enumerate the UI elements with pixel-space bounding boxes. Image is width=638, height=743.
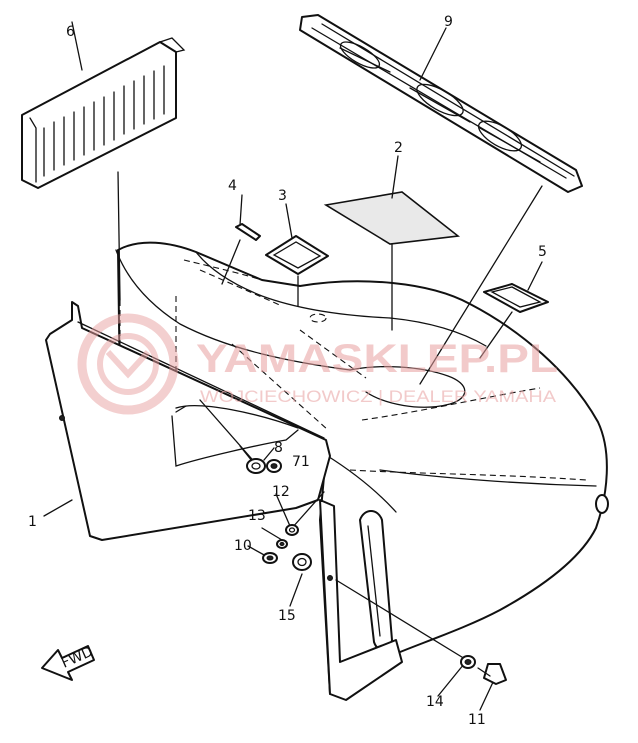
dealer-watermark: YAMASKLEP.PL WOJCIECHOWICZ | DEALER YAMA… — [77, 313, 558, 415]
part-2-plate — [323, 191, 461, 245]
part-5-pad — [483, 283, 549, 313]
part-8-grommet — [246, 458, 266, 474]
callout-8: 8 — [274, 440, 283, 456]
part-11-collar — [285, 524, 299, 536]
part-9-long-grille — [299, 14, 583, 193]
inner-rail — [171, 415, 299, 467]
callout-5: 5 — [538, 244, 547, 260]
part-10-nut — [262, 552, 278, 564]
part-14-washer — [460, 655, 476, 669]
part-3-pad — [265, 235, 329, 275]
part-12-nut — [276, 539, 288, 549]
callout-9: 9 — [444, 14, 453, 30]
callout-14: 14 — [426, 694, 444, 710]
grille-slots — [43, 65, 165, 177]
callout-4: 4 — [228, 178, 237, 194]
callout-12: 13 — [248, 508, 266, 524]
watermark-logo — [77, 313, 179, 415]
leader-lines — [43, 21, 543, 711]
right-lower-panel — [319, 499, 403, 701]
callout-2: 2 — [394, 140, 403, 156]
callout-13: 11 — [468, 712, 486, 728]
part-71-washer — [266, 459, 282, 473]
callout-15: 15 — [278, 608, 296, 624]
callout-numbers: 6 9 2 4 3 5 8 71 12 13 10 15 1 14 11 — [28, 14, 547, 728]
callout-6: 6 — [66, 24, 75, 40]
callout-1: 1 — [28, 514, 37, 530]
callout-11: 12 — [272, 484, 290, 500]
part-6-vent-grille — [21, 37, 186, 189]
callout-3: 3 — [278, 188, 287, 204]
callout-10: 10 — [234, 538, 252, 554]
callout-71: 71 — [292, 454, 310, 470]
fwd-direction-arrow: FWD — [41, 644, 95, 681]
part-4-strip — [235, 223, 261, 241]
watermark-subtitle: WOJCIECHOWICZ | DEALER YAMAHA — [200, 387, 557, 406]
part-15-grommet — [292, 553, 312, 571]
part-13-screw — [477, 663, 507, 685]
watermark-brand: YAMASKLEP.PL — [196, 337, 558, 381]
